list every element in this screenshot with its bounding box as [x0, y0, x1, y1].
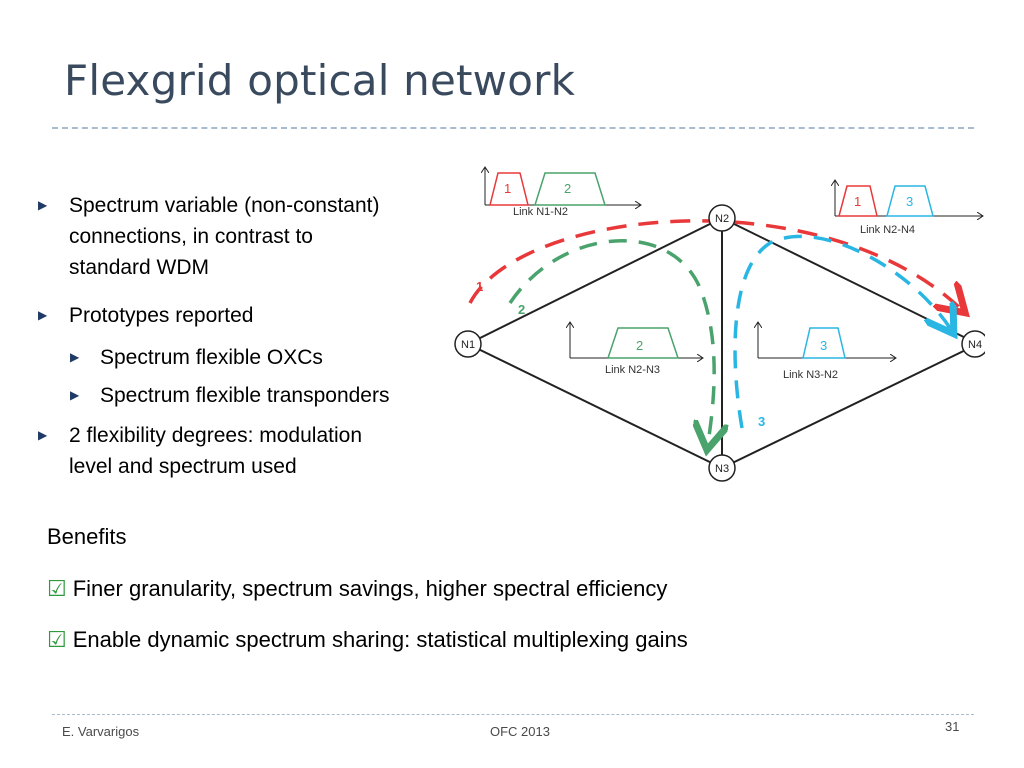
path-red: [468, 219, 960, 308]
bullet-line: connections, in contrast to: [69, 225, 313, 248]
spectrum-n2-n3-label: Link N2-N3: [605, 364, 660, 376]
link-n3-n4: [721, 343, 979, 469]
sub-bullet-arrow-icon: ▶: [70, 388, 80, 402]
node-n4-label: N4: [968, 339, 982, 351]
link-n2-n4: [721, 217, 979, 345]
spectrum-n1-n2-label: Link N1-N2: [513, 206, 568, 218]
network-diagram: 1 2 3 N1 N2 N3 N4 1 2 Link N1-N2 1 3 Lin…: [454, 158, 985, 482]
path-blue: [733, 234, 950, 429]
spectrum-n2-n3: 2 Link N2-N3: [570, 323, 702, 376]
svg-text:1: 1: [504, 181, 511, 196]
spectrum-n3-n2: 3 Link N3-N2: [758, 323, 895, 381]
svg-text:1: 1: [854, 194, 861, 209]
spectrum-n2-n4: 1 3 Link N2-N4: [835, 181, 982, 236]
checkbox-icon: ☑: [47, 627, 67, 652]
spectrum-n3-n2-label: Link N3-N2: [783, 369, 838, 381]
svg-text:2: 2: [564, 181, 571, 196]
node-n3-label: N3: [715, 463, 729, 475]
bullet-arrow-icon: ▶: [38, 308, 48, 322]
path-red-label: 1: [476, 279, 483, 294]
bullet-line: standard WDM: [69, 256, 210, 279]
bullet-arrow-icon: ▶: [38, 198, 48, 212]
node-n4: N4: [961, 330, 985, 358]
bullet-line: Spectrum variable (non-constant): [69, 194, 380, 217]
spectrum-n1-n2: 1 2 Link N1-N2: [485, 168, 640, 218]
title-divider: [52, 127, 974, 129]
footer-divider: [52, 714, 974, 715]
slide-title: Flexgrid optical network: [64, 56, 576, 105]
sub-bullet-text: Spectrum flexible OXCs: [100, 346, 323, 369]
benefit-item: ☑Enable dynamic spectrum sharing: statis…: [47, 627, 688, 653]
node-n2-label: N2: [715, 213, 729, 225]
footer-event: OFC 2013: [490, 724, 550, 739]
link-n1-n3: [467, 343, 723, 469]
bullet-arrow-icon: ▶: [38, 428, 48, 442]
sub-bullet-text: Spectrum flexible transponders: [100, 384, 390, 407]
footer-author: E. Varvarigos: [62, 724, 140, 739]
benefit-item: ☑Finer granularity, spectrum savings, hi…: [47, 576, 667, 602]
link-n1-n2: [467, 217, 723, 345]
node-n1-label: N1: [461, 339, 475, 351]
path-green: [508, 239, 714, 443]
bullet-line: 2 flexibility degrees: modulation: [69, 424, 362, 447]
bullet-line: level and spectrum used: [69, 455, 297, 478]
sub-bullet-arrow-icon: ▶: [70, 350, 80, 364]
node-n2: N2: [708, 204, 736, 232]
path-green-label: 2: [518, 302, 525, 317]
bullet-text: Prototypes reported: [69, 304, 254, 327]
benefits-heading: Benefits: [47, 524, 127, 549]
svg-text:3: 3: [906, 194, 913, 209]
svg-text:3: 3: [820, 338, 827, 353]
node-n3: N3: [708, 454, 736, 482]
network-links: [467, 217, 979, 469]
path-blue-label: 3: [758, 414, 765, 429]
node-n1: N1: [454, 330, 482, 358]
page-number: 31: [945, 719, 960, 734]
checkbox-icon: ☑: [47, 576, 67, 601]
benefit-text: Finer granularity, spectrum savings, hig…: [72, 576, 668, 601]
spectrum-n2-n4-label: Link N2-N4: [860, 224, 915, 236]
benefit-text: Enable dynamic spectrum sharing: statist…: [72, 627, 688, 652]
svg-text:2: 2: [636, 338, 643, 353]
